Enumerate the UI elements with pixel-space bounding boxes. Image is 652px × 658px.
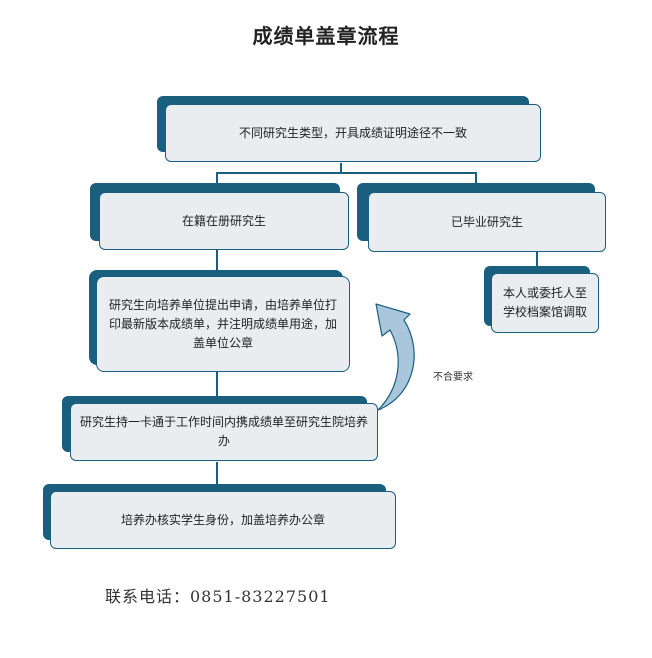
- page-title: 成绩单盖章流程: [252, 24, 400, 48]
- connector-line: [216, 250, 218, 270]
- contact-phone: 联系电话：0851-83227501: [105, 587, 331, 606]
- connector-line: [536, 252, 538, 266]
- node-enrolled-text: 在籍在册研究生: [99, 192, 349, 250]
- connector-line: [340, 163, 342, 173]
- feedback-label: 不合要求: [433, 372, 473, 383]
- connector-line: [216, 372, 218, 396]
- connector-line: [216, 172, 218, 184]
- node-archive-text: 本人或委托人至学校档案馆调取: [491, 273, 599, 333]
- connector-line: [216, 462, 218, 484]
- connector-line: [475, 172, 477, 184]
- node-graduated-text: 已毕业研究生: [368, 192, 606, 252]
- node-bring-text: 研究生持一卡通于工作时间内携成绩单至研究生院培养办: [70, 403, 378, 461]
- node-types-text: 不同研究生类型，开具成绩证明途径不一致: [165, 104, 541, 162]
- connector-line: [216, 172, 476, 174]
- node-verify-text: 培养办核实学生身份，加盖培养办公章: [50, 491, 396, 549]
- node-apply-text: 研究生向培养单位提出申请，由培养单位打印最新版本成绩单，并注明成绩单用途，加盖单…: [96, 276, 350, 372]
- curved-arrow-icon: [375, 303, 415, 411]
